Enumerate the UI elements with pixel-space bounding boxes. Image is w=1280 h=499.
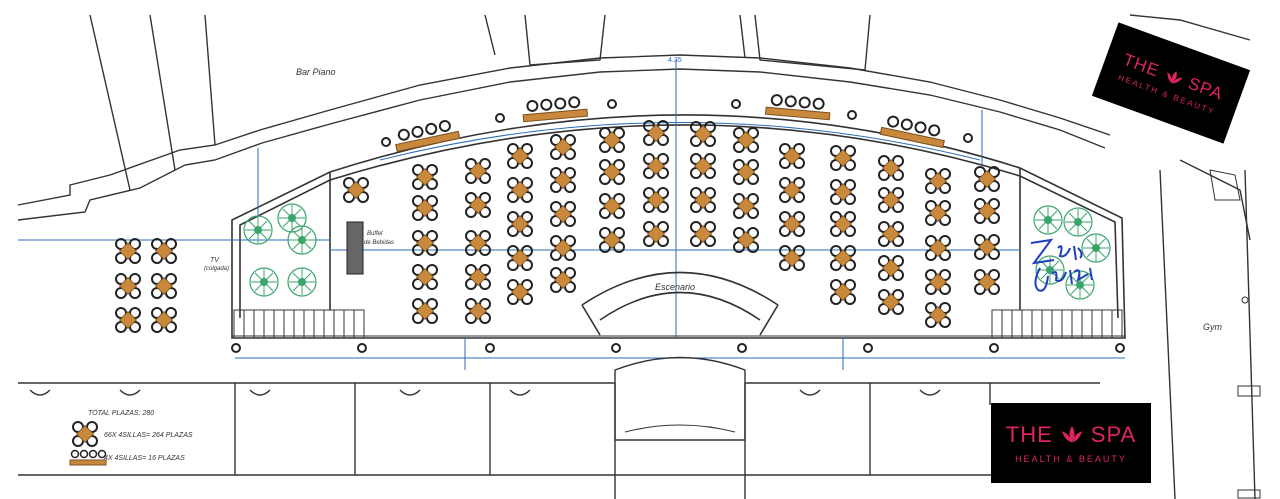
round-table-15 (465, 264, 491, 290)
round-table-62 (974, 166, 1000, 192)
stage-label: Escenario (655, 282, 695, 292)
round-table-38 (690, 221, 716, 247)
main-hall (231, 114, 1126, 339)
round-table-23 (550, 167, 576, 193)
round-table-39 (733, 127, 759, 153)
round-table-6 (343, 177, 369, 203)
handwritten-signature-icon (1030, 238, 1093, 292)
round-table-17 (507, 143, 533, 169)
round-table-36 (690, 153, 716, 179)
round-table-27 (599, 127, 625, 153)
spa-logo-bottom: THE SPA HEALTH & BEAUTY (991, 403, 1151, 483)
round-table-18 (507, 177, 533, 203)
bench-tables (395, 94, 945, 153)
round-table-55 (878, 255, 904, 281)
round-table-22 (550, 134, 576, 160)
round-table-12 (465, 158, 491, 184)
buffet-label: Buffet (367, 231, 383, 237)
round-table-8 (412, 195, 438, 221)
round-table-37 (690, 187, 716, 213)
legend-total: TOTAL PLAZAS: 280 (88, 410, 154, 417)
round-table-10 (412, 264, 438, 290)
upper-walls (17, 14, 1256, 499)
round-tables (115, 120, 1000, 333)
legend-rounds: 66X 4SILLAS= 264 PLAZAS (104, 432, 193, 439)
round-table-65 (974, 269, 1000, 295)
round-table-29 (599, 193, 625, 219)
round-table-59 (925, 235, 951, 261)
buffet-counter (346, 221, 364, 275)
round-table-33 (643, 187, 669, 213)
lotus-icon (1167, 70, 1183, 83)
round-table-7 (412, 164, 438, 190)
brand-name-right: SPA (1090, 422, 1137, 447)
round-table-28 (599, 159, 625, 185)
round-table-56 (878, 289, 904, 315)
round-table-21 (507, 279, 533, 305)
round-table-40 (733, 159, 759, 185)
round-table-2 (115, 307, 141, 333)
round-table-5 (151, 307, 177, 333)
tv-label: TV (210, 257, 220, 264)
legend-bench: 4X 4SILLAS= 16 PLAZAS (104, 455, 185, 462)
tv-sublabel: (colgada) (204, 266, 229, 272)
round-table-25 (550, 235, 576, 261)
round-table-45 (779, 211, 805, 237)
brand-name-left: THE (1005, 422, 1053, 447)
round-table-47 (830, 145, 856, 171)
round-table-9 (412, 230, 438, 256)
buffet-sublabel: de Bebidas (364, 240, 394, 246)
round-table-32 (643, 153, 669, 179)
round-table-42 (733, 227, 759, 253)
round-table-51 (830, 279, 856, 305)
round-table-52 (878, 155, 904, 181)
round-table-14 (465, 230, 491, 256)
round-table-49 (830, 211, 856, 237)
round-table-13 (465, 192, 491, 218)
round-table-64 (974, 234, 1000, 260)
round-table-61 (925, 302, 951, 328)
round-table-63 (974, 198, 1000, 224)
round-table-30 (599, 227, 625, 253)
round-table-48 (830, 179, 856, 205)
lower-walls (18, 356, 1150, 499)
legend: TOTAL PLAZAS: 280 66X 4SILLAS= 264 PLAZA… (69, 410, 193, 466)
round-table-1 (115, 273, 141, 299)
round-table-41 (733, 193, 759, 219)
bar-piano-label: Bar Piano (296, 67, 336, 77)
columns (231, 99, 1125, 353)
round-table-44 (779, 177, 805, 203)
round-table-58 (925, 200, 951, 226)
round-table-0 (115, 238, 141, 264)
round-table-54 (878, 221, 904, 247)
round-table-53 (878, 187, 904, 213)
top-dimension: 4.35 (668, 57, 682, 64)
round-table-60 (925, 269, 951, 295)
gym-label: Gym (1203, 322, 1223, 332)
stage (581, 271, 779, 336)
steps (233, 309, 1123, 339)
round-table-57 (925, 168, 951, 194)
round-table-3 (151, 238, 177, 264)
brand-tagline: HEALTH & BEAUTY (1015, 454, 1127, 464)
round-table-26 (550, 267, 576, 293)
round-table-34 (643, 221, 669, 247)
round-table-19 (507, 211, 533, 237)
right-rooms (1209, 169, 1261, 499)
lotus-icon (1061, 426, 1082, 443)
round-table-16 (465, 298, 491, 324)
round-table-4 (151, 273, 177, 299)
spa-logo: THE SPA HEALTH & BEAUTY (1091, 22, 1251, 144)
round-table-24 (550, 201, 576, 227)
round-table-11 (412, 298, 438, 324)
round-table-43 (779, 143, 805, 169)
